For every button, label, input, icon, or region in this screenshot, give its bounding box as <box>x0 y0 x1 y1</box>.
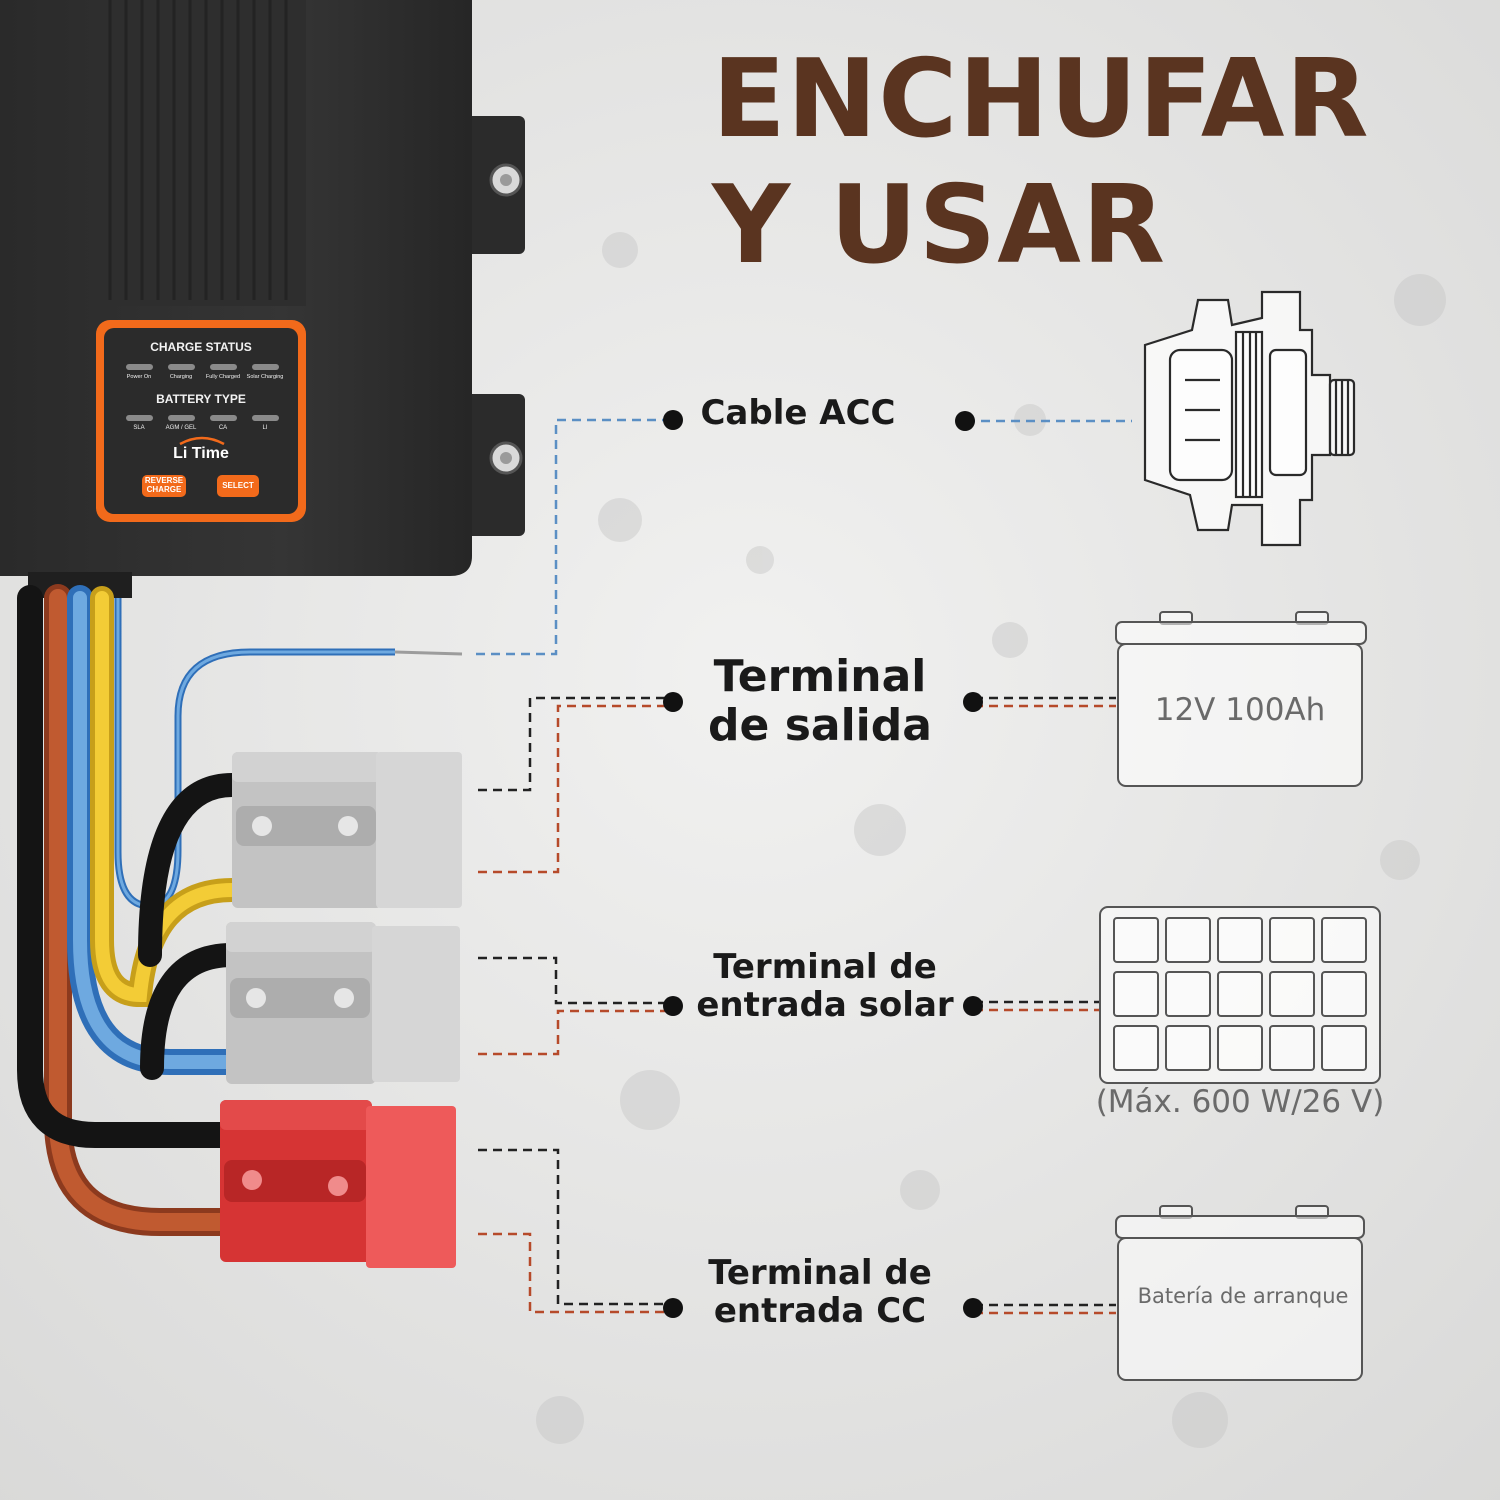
acc-cable-label: Cable ACC <box>700 393 896 433</box>
reverse-charge-button[interactable]: REVERSE CHARGE <box>142 475 186 497</box>
brand-swoosh <box>179 436 225 446</box>
acc-dashed-line <box>476 418 670 656</box>
dc-terminal-label: Terminal de entrada CC <box>690 1254 950 1330</box>
solar-label-line-1: Terminal de <box>713 947 937 987</box>
solar-label-line-2: entrada solar <box>696 985 954 1026</box>
connection-dots <box>663 410 983 1318</box>
alternator-icon <box>1143 290 1356 547</box>
battery-type-title: BATTERY TYPE <box>156 392 246 406</box>
wall-texture <box>536 232 1446 1448</box>
mount-bracket-bottom <box>465 394 525 536</box>
dc-input-connector <box>220 1100 456 1268</box>
dc-right-dashed-lines <box>974 1303 1116 1315</box>
headline-line-2: Y USAR <box>712 163 1167 288</box>
brand-logo: Li Time <box>173 445 229 462</box>
headline-line-1: ENCHUFAR <box>712 37 1370 162</box>
solar-connector <box>226 922 460 1084</box>
charge-status-title: CHARGE STATUS <box>150 340 252 354</box>
power-cables <box>17 584 246 1236</box>
starter-battery-text: Batería de arranque <box>1137 1284 1349 1308</box>
starter-battery-icon <box>1115 1205 1365 1381</box>
battery-label-sla: SLA <box>133 425 145 431</box>
control-panel <box>96 320 306 522</box>
battery-label-li: LI <box>262 425 268 431</box>
acc-wire <box>114 598 463 910</box>
led-label-power-on: Power On <box>126 374 152 380</box>
output-connector <box>232 752 462 908</box>
output-dashed-lines <box>478 696 670 874</box>
solar-right-dashed-lines <box>974 1000 1100 1012</box>
dc-label-line-2: entrada CC <box>713 1291 927 1332</box>
led-label-solar-charging: Solar Charging <box>246 374 284 380</box>
battery-type-leds <box>126 415 279 421</box>
dc-dashed-lines <box>478 1148 670 1314</box>
output-right-dashed-lines <box>974 696 1116 708</box>
battery-capacity-text: 12V 100Ah <box>1154 692 1326 728</box>
charge-status-leds <box>126 364 279 370</box>
heatsink-fins <box>108 0 288 300</box>
led-label-fully-charged: Fully Charged <box>205 374 241 380</box>
mount-bracket-top <box>465 116 525 254</box>
led-label-charging: Charging <box>169 374 193 380</box>
dc-label-line-1: Terminal de <box>708 1253 932 1293</box>
solar-panel-icon <box>1099 906 1381 1084</box>
output-label-line-1: Terminal <box>713 651 927 702</box>
output-terminal-label: Terminal de salida <box>700 652 940 751</box>
solar-max-note: (Máx. 600 W/26 V) <box>1095 1084 1385 1120</box>
battery-icon <box>1115 611 1367 787</box>
battery-label-agm-gel: AGM / GEL <box>165 425 197 431</box>
select-button[interactable]: SELECT <box>217 475 259 497</box>
solar-dashed-lines <box>478 956 670 1056</box>
output-label-line-2: de salida <box>708 700 932 752</box>
solar-terminal-label: Terminal de entrada solar <box>690 948 960 1024</box>
battery-label-ca: CA <box>218 425 228 431</box>
